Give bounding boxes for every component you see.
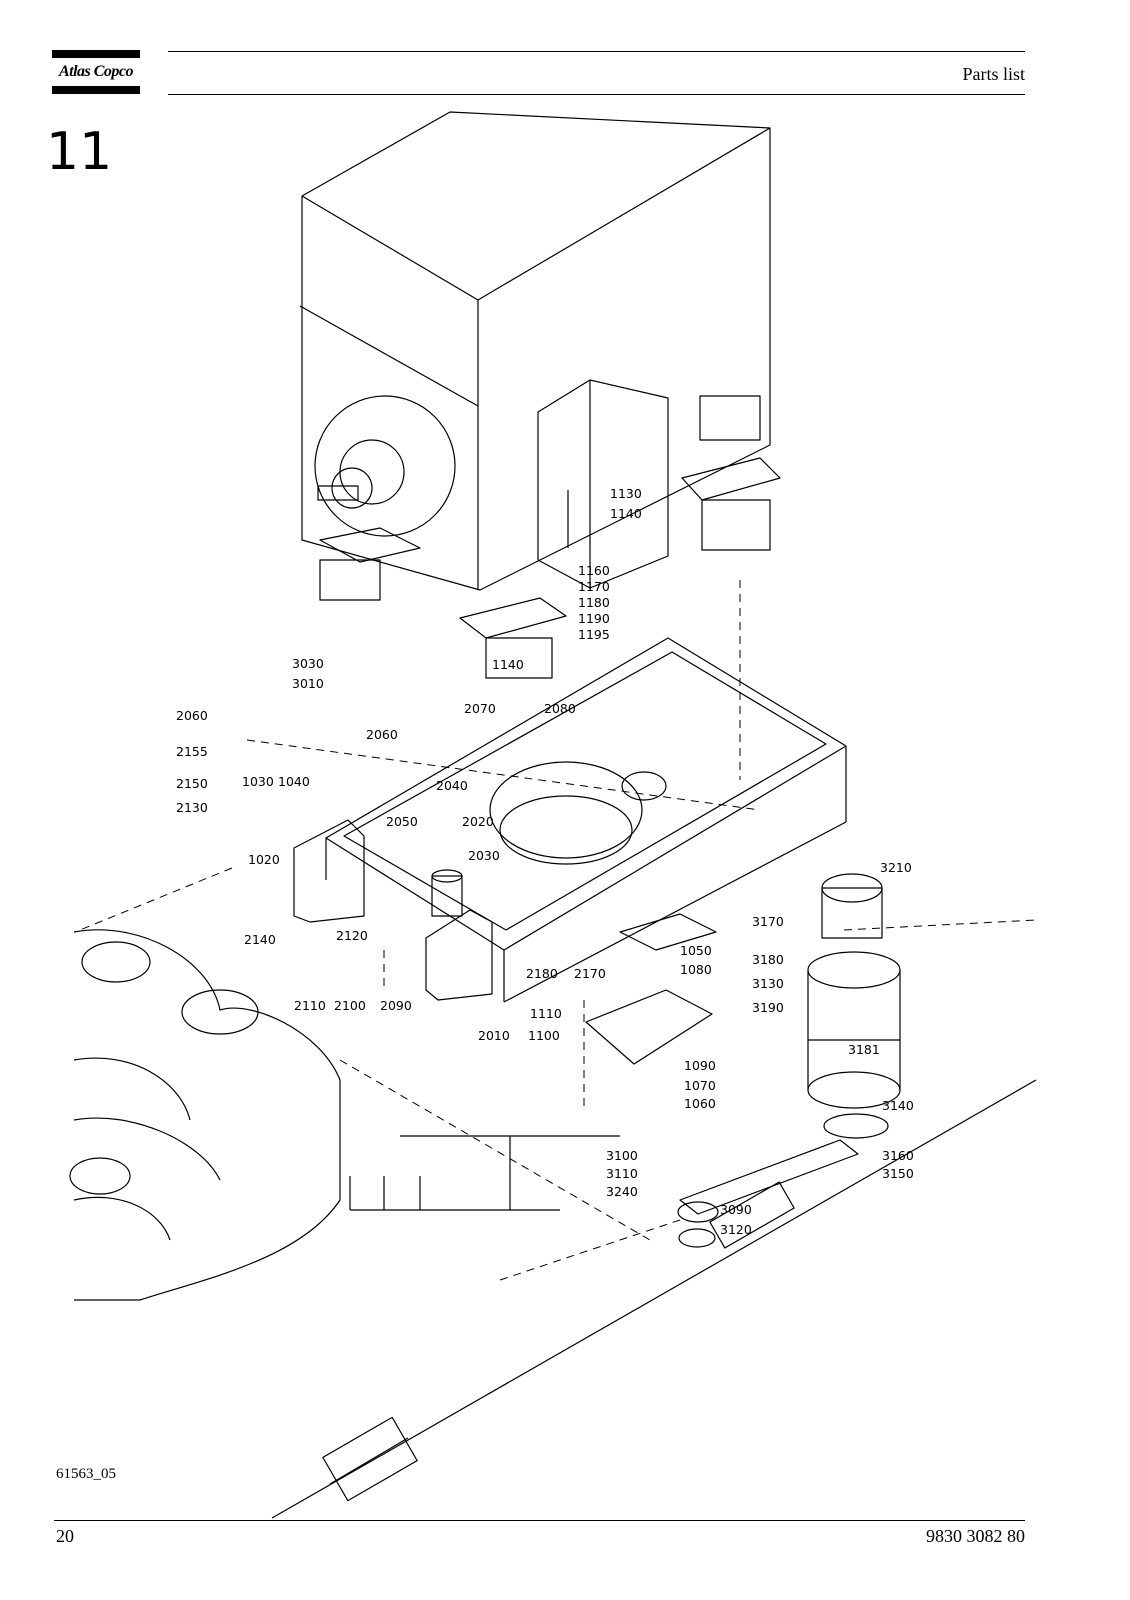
part-label: 2060	[366, 727, 398, 742]
part-label: 2050	[386, 814, 418, 829]
part-label: 3181	[848, 1042, 880, 1057]
header-rule-bottom	[168, 94, 1025, 95]
part-label: 3180	[752, 952, 784, 967]
part-label: 2010	[478, 1028, 510, 1043]
assembly-guide-lines	[79, 580, 1037, 1281]
part-label: 3120	[720, 1222, 752, 1237]
part-label: 2030	[468, 848, 500, 863]
part-label: 1180	[578, 595, 610, 610]
part-label: 3190	[752, 1000, 784, 1015]
part-label: 1050	[680, 943, 712, 958]
filter-drawing	[677, 873, 901, 1248]
part-label: 3030	[292, 656, 324, 671]
page-number: 20	[56, 1526, 74, 1546]
part-label: 3100	[606, 1148, 638, 1163]
part-label: 1090	[684, 1058, 716, 1073]
part-label: 1160	[578, 563, 610, 578]
part-label: 1110	[530, 1006, 562, 1021]
part-label: 3160	[882, 1148, 914, 1163]
part-label: 2100	[334, 998, 366, 1013]
part-label: 1170	[578, 579, 610, 594]
logo-bottom-bar	[52, 86, 140, 94]
part-label: 2110	[294, 998, 326, 1013]
part-label: 3010	[292, 676, 324, 691]
part-label: 1060	[684, 1096, 716, 1111]
part-label: 1020	[248, 852, 280, 867]
part-label: 3170	[752, 914, 784, 929]
part-label: 3150	[882, 1166, 914, 1181]
section-number: 11	[46, 122, 113, 182]
part-label: 1100	[528, 1028, 560, 1043]
part-label: 1080	[680, 962, 712, 977]
part-label: 1140	[610, 506, 642, 521]
part-label: 3210	[880, 860, 912, 875]
part-label: 2090	[380, 998, 412, 1013]
part-label: 2140	[244, 932, 276, 947]
part-label: 2080	[544, 701, 576, 716]
part-label: 1195	[578, 627, 610, 642]
part-label: 2170	[574, 966, 606, 981]
part-label: 2070	[464, 701, 496, 716]
logo-top-bar	[52, 50, 140, 58]
floor-drawing	[271, 1079, 1037, 1519]
part-label: 1070	[684, 1078, 716, 1093]
footer-rule	[54, 1520, 1025, 1521]
part-labels: 1130 1140 1160 1170 1180 1190 1195 1140 …	[176, 486, 914, 1237]
part-label: 2150	[176, 776, 208, 791]
silencer-drawing	[69, 929, 341, 1301]
logo-wordmark: Atlas Copco	[58, 63, 134, 80]
document-number: 9830 3082 80	[926, 1526, 1025, 1546]
part-label: 1040	[278, 774, 310, 789]
part-label: 3240	[606, 1184, 638, 1199]
part-label: 1190	[578, 611, 610, 626]
atlas-copco-logo: Atlas Copco	[52, 50, 140, 94]
part-label: 2020	[462, 814, 494, 829]
part-label: 2130	[176, 800, 208, 815]
harness-drawing	[349, 1135, 620, 1211]
tank-drawing	[293, 637, 847, 1065]
part-label: 2180	[526, 966, 558, 981]
header-rule-top	[168, 51, 1025, 52]
part-label: 2155	[176, 744, 208, 759]
part-label: 3130	[752, 976, 784, 991]
part-label: 2120	[336, 928, 368, 943]
part-label: 2060	[176, 708, 208, 723]
part-label: 2040	[436, 778, 468, 793]
drawing-linework	[69, 111, 1037, 1519]
part-label: 1140	[492, 657, 524, 672]
part-label: 3090	[720, 1202, 752, 1217]
part-label: 3140	[882, 1098, 914, 1113]
page-title: Parts list	[962, 64, 1025, 84]
part-label: 1130	[610, 486, 642, 501]
part-label: 1030	[242, 774, 274, 789]
motor-drawing	[299, 111, 781, 679]
part-label: 3110	[606, 1166, 638, 1181]
drawing-id: 61563_05	[56, 1466, 116, 1482]
